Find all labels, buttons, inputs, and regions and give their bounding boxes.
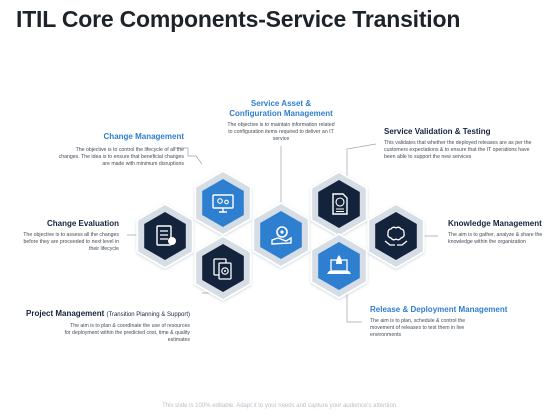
component-description: The aim is to gather, analyze & share th… <box>448 232 543 245</box>
checklist-icon <box>156 225 176 246</box>
hex-node-release-deployment <box>310 233 368 299</box>
connector-service-validation <box>346 143 377 182</box>
document-dollar-icon <box>332 193 348 215</box>
slide-title: ITIL Core Components-Service Transition <box>16 6 461 32</box>
component-title-suffix: (Transition Planning & Support) <box>106 312 191 318</box>
hex-node-service-asset <box>252 202 310 268</box>
monitor-settings-icon <box>212 194 234 213</box>
connector-change-management <box>174 147 203 165</box>
hex-core <box>144 212 186 260</box>
hex-node-knowledge-management <box>367 203 425 269</box>
component-service-validation: Service Validation & Testing This valida… <box>384 127 534 161</box>
hex-node-change-management <box>194 170 252 236</box>
component-title: Service Validation & Testing <box>384 127 491 136</box>
component-knowledge-management: Knowledge Management The aim is to gathe… <box>448 219 552 246</box>
hex-core <box>202 179 244 227</box>
hex-core <box>375 212 417 260</box>
brain-hands-icon <box>384 226 408 246</box>
hex-node-service-validation <box>310 171 368 237</box>
component-release-deployment: Release & Deployment Management The aim … <box>370 305 520 339</box>
component-description: This validates that whether the deployed… <box>384 140 532 160</box>
component-title-text: Project Management <box>26 309 105 318</box>
hex-core <box>318 180 360 228</box>
component-description: The objective is to maintain information… <box>227 122 335 142</box>
component-title-line: Configuration Management <box>229 109 333 118</box>
footer-note: This slide is 100% editable. Adapt it to… <box>162 403 398 409</box>
component-description: The objective is to assess all the chang… <box>23 232 119 252</box>
component-description: The aim is to plan, schedule & control t… <box>370 318 466 338</box>
component-change-evaluation: Change Evaluation The objective is to as… <box>16 219 119 253</box>
component-title: Change Management <box>103 132 184 141</box>
hex-node-project-management <box>194 235 252 301</box>
component-title-line: Service Asset & <box>250 99 312 108</box>
component-description: The aim is to plan & coordinate the use … <box>64 323 190 343</box>
component-description: The objective is to control the lifecycl… <box>58 147 184 167</box>
component-service-asset: Service Asset & Configuration Management… <box>200 99 362 143</box>
hex-core <box>260 211 302 259</box>
component-title: Service Asset & Configuration Management <box>200 99 362 119</box>
rocket-laptop-icon <box>327 255 351 274</box>
component-change-management: Change Management The objective is to co… <box>56 132 184 168</box>
component-title: Change Evaluation <box>46 219 119 228</box>
hex-node-change-evaluation <box>136 203 194 269</box>
component-title: Release & Deployment Management <box>370 305 508 314</box>
hand-with-gear-icon <box>271 226 292 245</box>
component-project-management: Project Management (Transition Planning … <box>6 309 190 344</box>
component-title: Project Management (Transition Planning … <box>6 309 190 320</box>
connector-release-deployment <box>346 286 362 323</box>
component-title: Knowledge Management <box>448 219 542 228</box>
documents-gear-icon <box>213 258 232 280</box>
hex-core <box>318 242 360 290</box>
